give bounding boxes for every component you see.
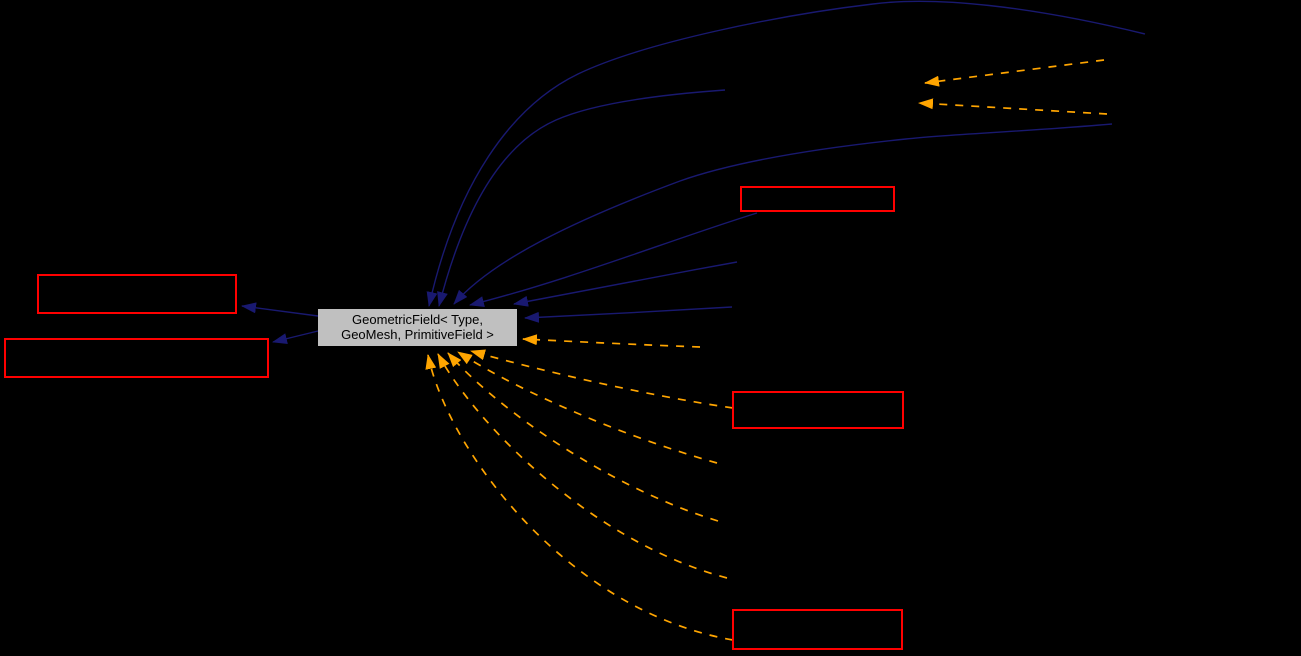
inheritance-edge-far-top-right bbox=[426, 0, 1146, 307]
inheritance-edge-upper-curve bbox=[437, 89, 726, 307]
usage-edges bbox=[425, 59, 1108, 641]
red-node-box-top-right[interactable] bbox=[740, 186, 895, 212]
red-node-box-left-upper[interactable] bbox=[37, 274, 237, 314]
red-node-box-left-lower[interactable] bbox=[4, 338, 269, 378]
usage-edge-from-box-bottom-right bbox=[425, 354, 734, 641]
usage-edge-right-horizontal bbox=[522, 334, 701, 348]
node-geometricfield[interactable]: GeometricField< Type, GeoMesh, Primitive… bbox=[318, 309, 517, 346]
inheritance-edges bbox=[241, 0, 1146, 345]
inheritance-edge-from-red-box bbox=[469, 212, 758, 307]
inheritance-edge-right-horizontal bbox=[524, 306, 733, 323]
node-label-line2: GeoMesh, PrimitiveField > bbox=[341, 327, 494, 342]
inheritance-edge-right-long-curve bbox=[453, 123, 1113, 305]
red-node-box-right-mid[interactable] bbox=[732, 391, 904, 429]
usage-edge-top-right-1 bbox=[924, 59, 1105, 87]
inheritance-edge-to-left-box-1 bbox=[241, 302, 319, 317]
usage-edge-from-box-right-mid bbox=[470, 349, 734, 409]
inheritance-edge-mid-right bbox=[513, 261, 738, 307]
usage-edge-fan-3 bbox=[447, 352, 719, 522]
usage-edge-top-right-2 bbox=[918, 98, 1108, 115]
usage-edge-fan-2 bbox=[457, 351, 718, 464]
node-label-line1: GeometricField< Type, bbox=[352, 312, 483, 327]
inheritance-edge-to-left-box-2 bbox=[272, 330, 319, 345]
truncated-nodes bbox=[4, 186, 904, 650]
red-node-box-bottom-right[interactable] bbox=[732, 609, 903, 650]
usage-edge-fan-4 bbox=[437, 353, 728, 579]
